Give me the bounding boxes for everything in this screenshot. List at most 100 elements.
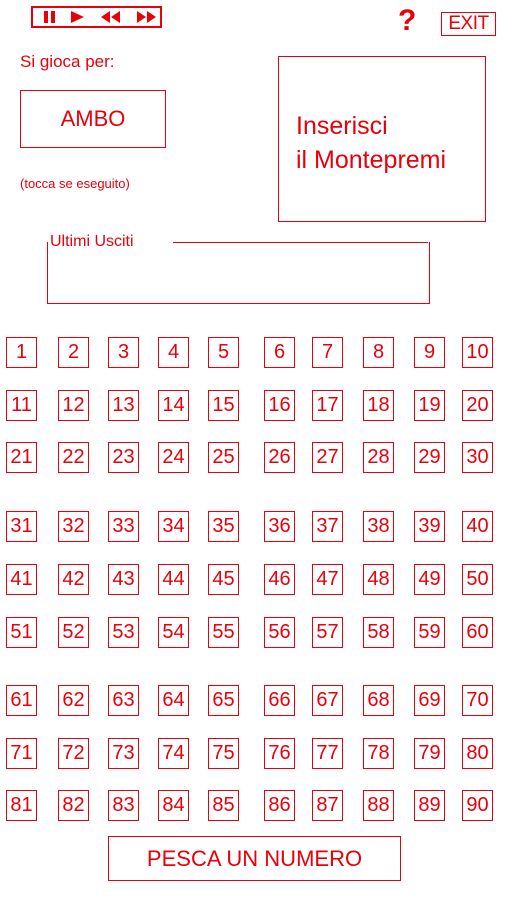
number-cell-19[interactable]: 19 bbox=[414, 390, 445, 421]
number-cell-62[interactable]: 62 bbox=[58, 685, 89, 716]
number-cell-86[interactable]: 86 bbox=[264, 790, 295, 821]
number-cell-55[interactable]: 55 bbox=[208, 617, 239, 648]
number-cell-22[interactable]: 22 bbox=[58, 442, 89, 473]
number-cell-52[interactable]: 52 bbox=[58, 617, 89, 648]
number-cell-29[interactable]: 29 bbox=[414, 442, 445, 473]
number-cell-28[interactable]: 28 bbox=[363, 442, 394, 473]
number-cell-8[interactable]: 8 bbox=[363, 337, 394, 368]
number-cell-43[interactable]: 43 bbox=[108, 564, 139, 595]
number-cell-34[interactable]: 34 bbox=[158, 511, 189, 542]
number-cell-24[interactable]: 24 bbox=[158, 442, 189, 473]
number-cell-18[interactable]: 18 bbox=[363, 390, 394, 421]
number-cell-12[interactable]: 12 bbox=[58, 390, 89, 421]
draw-number-button[interactable]: PESCA UN NUMERO bbox=[108, 836, 401, 881]
fast-forward-icon[interactable] bbox=[137, 11, 156, 23]
number-cell-7[interactable]: 7 bbox=[312, 337, 343, 368]
number-cell-57[interactable]: 57 bbox=[312, 617, 343, 648]
number-cell-39[interactable]: 39 bbox=[414, 511, 445, 542]
number-cell-87[interactable]: 87 bbox=[312, 790, 343, 821]
number-cell-16[interactable]: 16 bbox=[264, 390, 295, 421]
prize-pool-button[interactable] bbox=[278, 56, 486, 222]
number-cell-27[interactable]: 27 bbox=[312, 442, 343, 473]
exit-button[interactable]: EXIT bbox=[441, 12, 496, 36]
media-controls bbox=[31, 6, 162, 28]
number-cell-11[interactable]: 11 bbox=[6, 390, 37, 421]
number-cell-4[interactable]: 4 bbox=[158, 337, 189, 368]
play-icon[interactable] bbox=[71, 11, 84, 23]
number-cell-33[interactable]: 33 bbox=[108, 511, 139, 542]
number-cell-41[interactable]: 41 bbox=[6, 564, 37, 595]
number-cell-23[interactable]: 23 bbox=[108, 442, 139, 473]
number-cell-80[interactable]: 80 bbox=[462, 738, 493, 769]
number-cell-40[interactable]: 40 bbox=[462, 511, 493, 542]
number-cell-53[interactable]: 53 bbox=[108, 617, 139, 648]
number-cell-85[interactable]: 85 bbox=[208, 790, 239, 821]
number-cell-90[interactable]: 90 bbox=[462, 790, 493, 821]
number-cell-72[interactable]: 72 bbox=[58, 738, 89, 769]
number-cell-17[interactable]: 17 bbox=[312, 390, 343, 421]
number-cell-15[interactable]: 15 bbox=[208, 390, 239, 421]
number-cell-21[interactable]: 21 bbox=[6, 442, 37, 473]
number-cell-49[interactable]: 49 bbox=[414, 564, 445, 595]
number-cell-42[interactable]: 42 bbox=[58, 564, 89, 595]
number-cell-20[interactable]: 20 bbox=[462, 390, 493, 421]
number-cell-79[interactable]: 79 bbox=[414, 738, 445, 769]
number-cell-14[interactable]: 14 bbox=[158, 390, 189, 421]
number-cell-60[interactable]: 60 bbox=[462, 617, 493, 648]
number-cell-61[interactable]: 61 bbox=[6, 685, 37, 716]
number-cell-54[interactable]: 54 bbox=[158, 617, 189, 648]
number-cell-1[interactable]: 1 bbox=[6, 337, 37, 368]
number-cell-5[interactable]: 5 bbox=[208, 337, 239, 368]
number-cell-45[interactable]: 45 bbox=[208, 564, 239, 595]
number-cell-6[interactable]: 6 bbox=[264, 337, 295, 368]
number-cell-67[interactable]: 67 bbox=[312, 685, 343, 716]
number-cell-76[interactable]: 76 bbox=[264, 738, 295, 769]
number-cell-36[interactable]: 36 bbox=[264, 511, 295, 542]
help-button[interactable]: ? bbox=[398, 4, 417, 37]
number-cell-10[interactable]: 10 bbox=[462, 337, 493, 368]
number-cell-31[interactable]: 31 bbox=[6, 511, 37, 542]
number-cell-44[interactable]: 44 bbox=[158, 564, 189, 595]
number-cell-64[interactable]: 64 bbox=[158, 685, 189, 716]
number-cell-3[interactable]: 3 bbox=[108, 337, 139, 368]
number-cell-25[interactable]: 25 bbox=[208, 442, 239, 473]
number-cell-30[interactable]: 30 bbox=[462, 442, 493, 473]
number-cell-9[interactable]: 9 bbox=[414, 337, 445, 368]
number-cell-88[interactable]: 88 bbox=[363, 790, 394, 821]
number-cell-69[interactable]: 69 bbox=[414, 685, 445, 716]
number-cell-58[interactable]: 58 bbox=[363, 617, 394, 648]
number-cell-89[interactable]: 89 bbox=[414, 790, 445, 821]
number-cell-2[interactable]: 2 bbox=[58, 337, 89, 368]
number-cell-37[interactable]: 37 bbox=[312, 511, 343, 542]
number-cell-56[interactable]: 56 bbox=[264, 617, 295, 648]
number-cell-63[interactable]: 63 bbox=[108, 685, 139, 716]
number-cell-68[interactable]: 68 bbox=[363, 685, 394, 716]
number-cell-51[interactable]: 51 bbox=[6, 617, 37, 648]
number-cell-83[interactable]: 83 bbox=[108, 790, 139, 821]
number-cell-35[interactable]: 35 bbox=[208, 511, 239, 542]
number-cell-84[interactable]: 84 bbox=[158, 790, 189, 821]
number-cell-65[interactable]: 65 bbox=[208, 685, 239, 716]
number-cell-71[interactable]: 71 bbox=[6, 738, 37, 769]
rewind-icon[interactable] bbox=[101, 11, 120, 23]
number-cell-26[interactable]: 26 bbox=[264, 442, 295, 473]
number-cell-77[interactable]: 77 bbox=[312, 738, 343, 769]
number-cell-74[interactable]: 74 bbox=[158, 738, 189, 769]
pause-icon[interactable] bbox=[44, 11, 55, 23]
number-cell-32[interactable]: 32 bbox=[58, 511, 89, 542]
number-cell-59[interactable]: 59 bbox=[414, 617, 445, 648]
number-cell-47[interactable]: 47 bbox=[312, 564, 343, 595]
number-cell-73[interactable]: 73 bbox=[108, 738, 139, 769]
number-cell-46[interactable]: 46 bbox=[264, 564, 295, 595]
current-prize-button[interactable]: AMBO bbox=[20, 90, 166, 148]
number-cell-82[interactable]: 82 bbox=[58, 790, 89, 821]
number-cell-75[interactable]: 75 bbox=[208, 738, 239, 769]
number-cell-78[interactable]: 78 bbox=[363, 738, 394, 769]
number-cell-70[interactable]: 70 bbox=[462, 685, 493, 716]
number-cell-50[interactable]: 50 bbox=[462, 564, 493, 595]
number-cell-38[interactable]: 38 bbox=[363, 511, 394, 542]
number-cell-13[interactable]: 13 bbox=[108, 390, 139, 421]
number-cell-81[interactable]: 81 bbox=[6, 790, 37, 821]
number-cell-48[interactable]: 48 bbox=[363, 564, 394, 595]
number-cell-66[interactable]: 66 bbox=[264, 685, 295, 716]
